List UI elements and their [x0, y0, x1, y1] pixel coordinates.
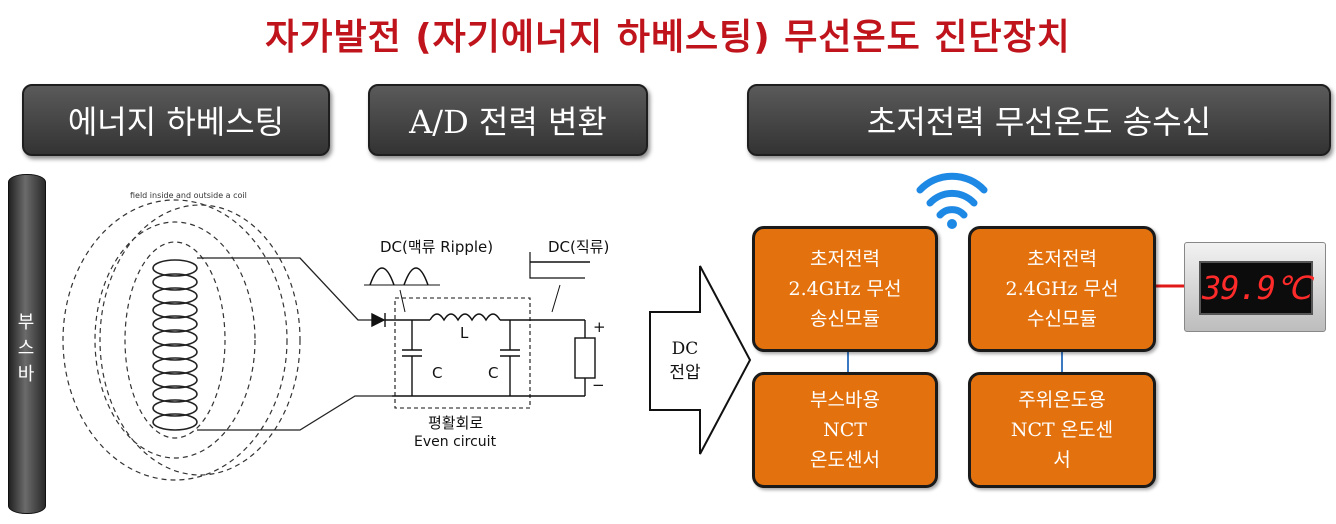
rectifier-circuit: [364, 252, 596, 409]
smoothing-kr-label: 평활회로: [428, 414, 483, 432]
header-ad-conversion: A/D 전력 변환: [368, 84, 648, 156]
inductor-label: L: [460, 324, 469, 342]
ambient-sensor-module: 주위온도용 NCT 온도센 서: [968, 372, 1156, 488]
dc-voltage-arrow: [649, 265, 752, 455]
rx-module: 초저전력 2.4GHz 무선 수신모듈: [968, 226, 1156, 352]
dc-direct-label: DC(직류): [548, 238, 609, 256]
dc-voltage-label: DC 전압: [669, 339, 701, 383]
header-wireless-txrx: 초저전력 무선온도 송수신: [747, 84, 1331, 156]
cap2-label: C: [488, 364, 498, 382]
dc-ripple-label: DC(맥류 Ripple): [380, 238, 493, 256]
temperature-display: 39.9℃: [1184, 242, 1326, 332]
smoothing-en-label: Even circuit: [414, 434, 497, 450]
busbar: [8, 174, 46, 514]
tx-module: 초저전력 2.4GHz 무선 송신모듈: [752, 226, 938, 352]
cap1-label: C: [432, 364, 442, 382]
minus-label: −: [592, 376, 605, 394]
coil: [152, 259, 198, 431]
bus-sensor-module: 부스바용 NCT 온도센서: [752, 372, 938, 488]
magnetic-field-lines: [62, 199, 301, 481]
temperature-reading: 39.9℃: [1199, 261, 1313, 315]
coil-leads: [197, 257, 392, 431]
busbar-label-text: 부 스 바: [17, 312, 35, 385]
wifi-icon: [916, 172, 988, 229]
plus-label: +: [593, 318, 606, 336]
page-title: 자가발전 (자기에너지 하베스팅) 무선온도 진단장치: [265, 17, 1071, 58]
header-energy-harvesting: 에너지 하베스팅: [22, 84, 330, 156]
busbar-label: 부 스 바: [8, 310, 44, 388]
coil-caption: field inside and outside a coil: [130, 191, 247, 200]
